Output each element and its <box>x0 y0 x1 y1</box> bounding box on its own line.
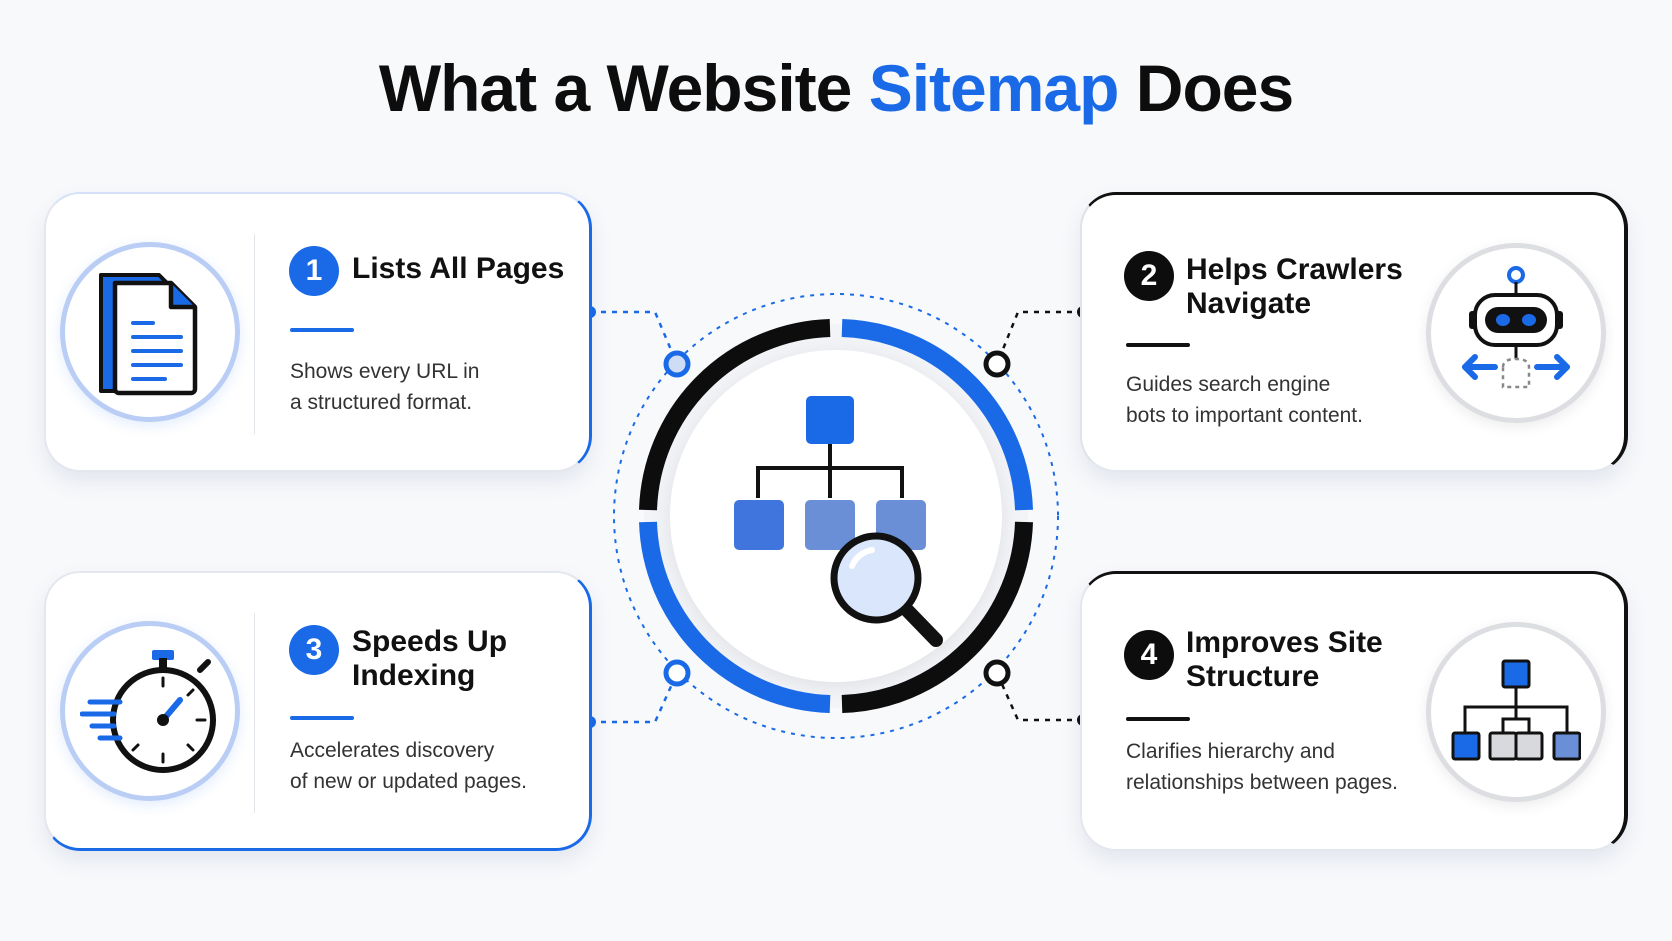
connector-card-1 <box>590 310 679 365</box>
outer-dashed-ring <box>613 293 1059 739</box>
step-badge: 4 <box>1124 630 1174 680</box>
stopwatch-icon <box>80 650 216 773</box>
heading-underline <box>1126 717 1190 721</box>
connector-card-3 <box>590 672 679 724</box>
card-heading-line: Structure <box>1186 660 1320 693</box>
card-helps-crawlers-navigate: 2 Helps Crawlers Navigate Guides search … <box>1080 192 1628 472</box>
card-heading-line: Improves Site <box>1186 626 1383 659</box>
heading-underline <box>290 328 354 332</box>
description-line: a structured format. <box>290 391 473 414</box>
heading-underline <box>1126 343 1190 347</box>
card-heading-line: Navigate <box>1186 287 1312 320</box>
card-heading-line: Speeds Up <box>352 625 508 658</box>
card-divider <box>254 234 255 434</box>
sitemap-search-icon <box>734 396 943 647</box>
heading-underline <box>290 716 354 720</box>
robot-crawler-icon <box>1462 266 1570 389</box>
title-part-2: Does <box>1118 51 1294 125</box>
card-description: Clarifies hierarchy and relationships be… <box>1126 736 1436 798</box>
step-badge: 1 <box>289 246 339 296</box>
card-description: Shows every URL in a structured format. <box>290 356 580 418</box>
step-badge: 2 <box>1124 251 1174 301</box>
icon-circle <box>60 621 240 801</box>
icon-circle <box>1426 243 1606 423</box>
card-lists-all-pages: 1 Lists All Pages Shows every URL in a s… <box>44 192 592 472</box>
connector-card-2 <box>995 310 1083 365</box>
card-divider <box>254 613 255 813</box>
description-line: Shows every URL in <box>290 360 480 383</box>
description-line: relationships between pages. <box>1126 771 1399 794</box>
card-heading: Lists All Pages <box>352 252 612 286</box>
description-line: Clarifies hierarchy and <box>1126 740 1335 763</box>
card-heading-line: Helps Crawlers <box>1186 253 1403 286</box>
icon-circle <box>1426 622 1606 802</box>
description-line: Accelerates discovery <box>290 739 495 762</box>
segmented-ring <box>639 319 1033 713</box>
card-improves-site-structure: 4 Improves Site Structure Clarifies hier… <box>1080 571 1628 851</box>
card-description: Guides search engine bots to important c… <box>1126 369 1436 431</box>
ring-nodes <box>663 350 1011 687</box>
card-heading-line: Lists All Pages <box>352 252 565 285</box>
connector-lines <box>590 310 1083 724</box>
connector-card-4 <box>995 672 1083 722</box>
title-part-1: What a Website <box>378 51 869 125</box>
description-line: Guides search engine <box>1126 373 1331 396</box>
card-speeds-up-indexing: 3 Speeds Up Indexing Accelerates discove… <box>44 571 592 851</box>
card-heading: Improves Site Structure <box>1186 626 1446 694</box>
title-accent: Sitemap <box>868 51 1120 125</box>
page-title: What a Website Sitemap Does <box>0 50 1672 126</box>
card-heading: Speeds Up Indexing <box>352 625 612 693</box>
hierarchy-icon <box>1451 659 1581 761</box>
card-heading: Helps Crawlers Navigate <box>1186 253 1446 321</box>
document-icon <box>99 273 198 396</box>
icon-circle <box>60 242 240 422</box>
card-heading-line: Indexing <box>352 659 476 692</box>
card-description: Accelerates discovery of new or updated … <box>290 735 580 797</box>
description-line: of new or updated pages. <box>290 770 528 793</box>
step-badge: 3 <box>289 625 339 675</box>
description-line: bots to important content. <box>1126 404 1363 427</box>
